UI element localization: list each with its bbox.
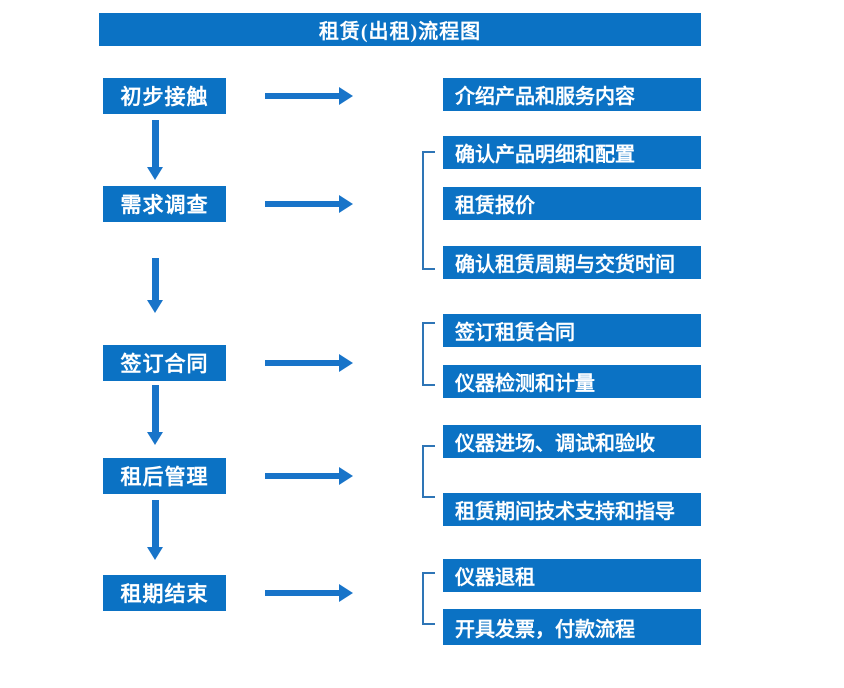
arrow-right-icon [265, 584, 353, 602]
arrow-down-icon [147, 500, 163, 560]
detail-box-equipment-arrival: 仪器进场、调试和验收 [443, 425, 701, 458]
page-title: 租赁(出租)流程图 [99, 13, 701, 46]
group-bracket [422, 572, 435, 625]
group-bracket [422, 445, 435, 498]
group-bracket [422, 322, 435, 386]
arrow-down-icon [147, 385, 163, 445]
step-box-rental-period-end: 租期结束 [103, 575, 226, 611]
detail-box-confirm-rental-period: 确认租赁周期与交货时间 [443, 246, 701, 279]
step-box-sign-contract: 签订合同 [103, 345, 226, 381]
detail-box-instrument-return: 仪器退租 [443, 559, 701, 592]
detail-box-technical-support: 租赁期间技术支持和指导 [443, 493, 701, 526]
step-box-post-rental-management: 租后管理 [103, 458, 226, 494]
arrow-right-icon [265, 87, 353, 105]
arrow-right-icon [265, 195, 353, 213]
arrow-right-icon [265, 354, 353, 372]
detail-box-sign-rental-contract: 签订租赁合同 [443, 314, 701, 347]
detail-box-confirm-product-details: 确认产品明细和配置 [443, 136, 701, 169]
detail-box-invoice-payment: 开具发票，付款流程 [443, 609, 701, 645]
arrow-down-icon [147, 258, 163, 313]
group-bracket [422, 151, 435, 270]
arrow-right-icon [265, 467, 353, 485]
detail-box-introduce-products: 介绍产品和服务内容 [443, 78, 701, 111]
step-box-demand-survey: 需求调查 [103, 186, 226, 222]
detail-box-instrument-testing: 仪器检测和计量 [443, 365, 701, 398]
detail-box-rental-quote: 租赁报价 [443, 187, 701, 220]
arrow-down-icon [147, 120, 163, 180]
step-box-initial-contact: 初步接触 [103, 78, 226, 114]
